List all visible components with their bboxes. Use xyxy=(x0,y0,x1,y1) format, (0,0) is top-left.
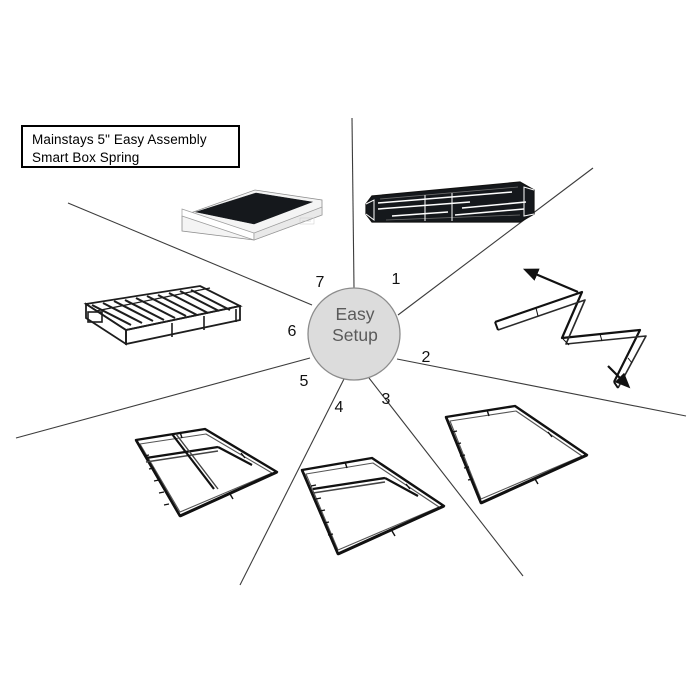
spoke-line-4 xyxy=(368,377,524,577)
step-number-6[interactable]: 6 xyxy=(287,323,297,340)
spoke-line-7 xyxy=(67,202,313,306)
illustration-folded-frame-bundle xyxy=(365,181,535,223)
product-title-card: Mainstays 5" Easy Assembly Smart Box Spr… xyxy=(21,125,240,168)
product-title-line-2: Smart Box Spring xyxy=(32,150,140,165)
step-number-3[interactable]: 3 xyxy=(381,391,391,408)
illustration-frame-one-brace xyxy=(300,456,446,556)
spoke-line-3 xyxy=(396,358,687,417)
illustration-zigzag-unfolding xyxy=(494,290,647,389)
step-number-4[interactable]: 4 xyxy=(334,399,344,416)
hub-circle[interactable] xyxy=(307,287,401,381)
illustration-finished-box-spring xyxy=(181,189,323,241)
unfold-arrow-down-right-icon xyxy=(607,365,631,389)
spoke-line-5 xyxy=(239,378,345,586)
step-number-7[interactable]: 7 xyxy=(315,274,325,291)
step-number-5[interactable]: 5 xyxy=(299,373,309,390)
step-number-1[interactable]: 1 xyxy=(391,271,401,288)
product-title-line-1: Mainstays 5" Easy Assembly xyxy=(32,132,207,147)
unfold-arrow-up-left-icon xyxy=(522,268,579,294)
spoke-line-2 xyxy=(397,167,594,316)
illustration-slatted-frame xyxy=(83,285,243,346)
step-number-2[interactable]: 2 xyxy=(421,349,431,366)
spoke-line-6 xyxy=(15,357,311,439)
spoke-line-1 xyxy=(351,117,355,289)
illustration-open-frame xyxy=(444,404,589,505)
illustration-frame-grid-braces xyxy=(134,427,279,518)
spoke-lines xyxy=(15,117,687,586)
